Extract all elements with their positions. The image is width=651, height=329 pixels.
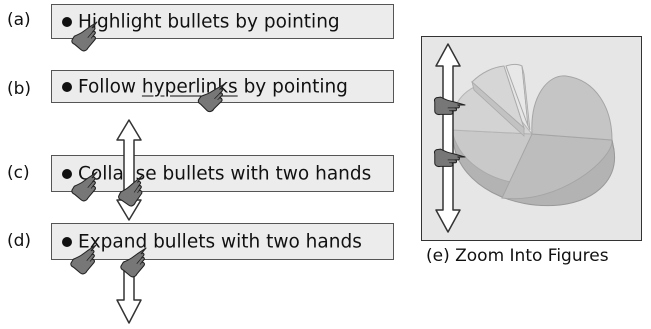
slide-bullet-box-a[interactable]: Highlight bullets by pointing bbox=[51, 4, 394, 39]
slide-bullet-box-c[interactable]: Collapse bullets with two hands bbox=[51, 155, 394, 192]
pointing-hand-icon bbox=[196, 77, 233, 115]
double-arrow-icon bbox=[116, 119, 142, 221]
bullet-text-c: Collapse bullets with two hands bbox=[78, 163, 372, 184]
bullet-dot bbox=[62, 16, 72, 27]
slide-bullet-box-d[interactable]: Expand bullets with two hands bbox=[51, 223, 394, 260]
double-arrow-icon bbox=[435, 43, 461, 233]
panel-label-a: (a) bbox=[7, 10, 31, 30]
bullet-dot bbox=[62, 236, 72, 247]
pointing-hand-icon bbox=[68, 239, 105, 277]
bullet-dot bbox=[62, 168, 72, 179]
figure-caption: (e) Zoom Into Figures bbox=[426, 246, 609, 266]
pointing-hand-icon bbox=[69, 166, 106, 204]
panel-label-d: (d) bbox=[7, 231, 32, 251]
bullet-text-d: Expand bullets with two hands bbox=[78, 231, 362, 252]
text-before-link: Follow bbox=[78, 76, 142, 97]
bullet-dot bbox=[62, 81, 72, 92]
panel-label-b: (b) bbox=[7, 79, 32, 99]
bullet-text-a: Highlight bullets by pointing bbox=[78, 11, 340, 32]
text-after-link: by pointing bbox=[237, 76, 348, 97]
pie-chart-icon[interactable] bbox=[451, 64, 616, 207]
panel-label-c: (c) bbox=[7, 163, 30, 183]
pointing-hand-icon bbox=[69, 16, 106, 54]
